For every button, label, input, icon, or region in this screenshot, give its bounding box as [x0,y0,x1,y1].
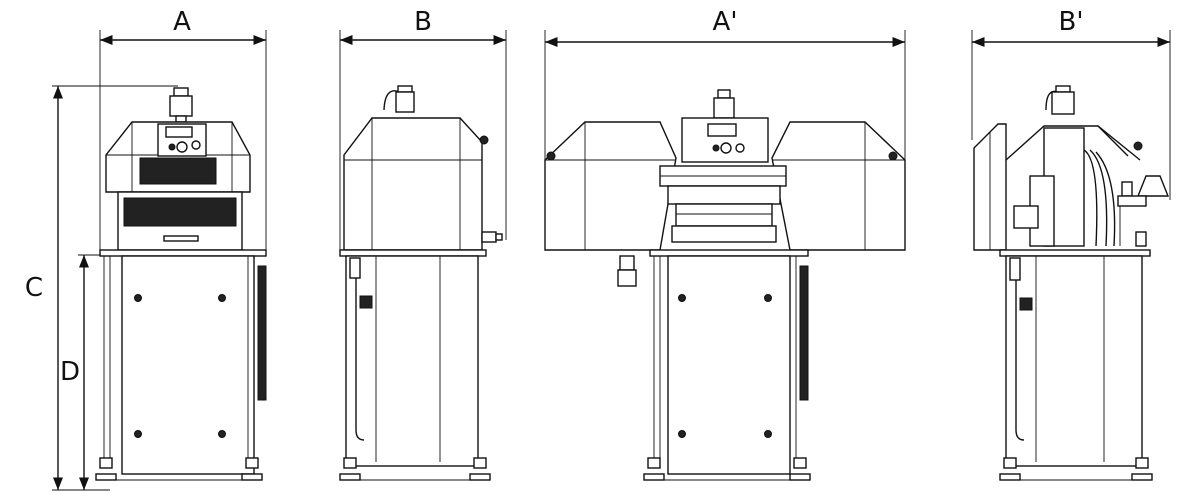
dimension-b-prime: B' [971,7,1171,200]
label-d: D [60,357,80,387]
dimension-c: C [25,85,178,491]
label-a: A [173,7,191,37]
dimension-a: A [99,7,267,250]
dimension-d: D [60,254,122,490]
dimension-b: B [339,7,507,250]
front-view-closed [95,87,267,481]
front-view-open [544,89,906,481]
label-b: B [414,7,432,37]
label-b-prime: B' [1059,7,1084,37]
side-view-closed [339,85,503,481]
dimension-a-prime: A' [544,7,906,160]
label-a-prime: A' [713,7,738,37]
label-c: C [25,273,43,303]
side-view-open [973,85,1170,481]
